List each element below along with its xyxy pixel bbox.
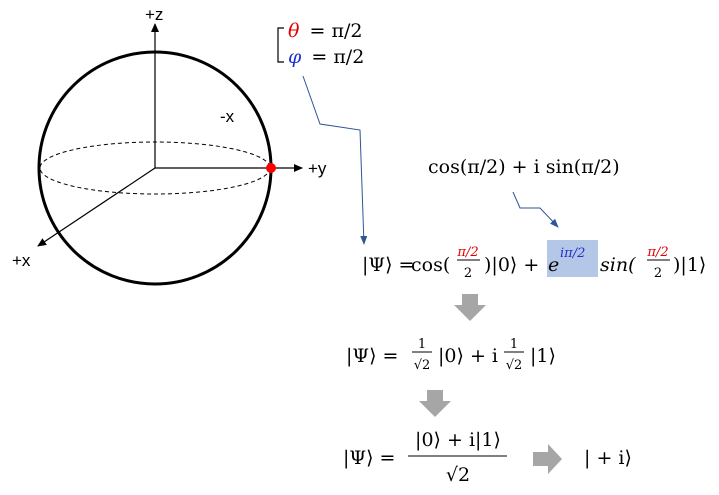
eq3-numerator: |0⟩ + i|1⟩ [415, 429, 501, 451]
eq2-ket1: |1⟩ [530, 345, 556, 367]
eq3-lhs: |Ψ⟩ = [343, 447, 395, 469]
eq3-denominator: √2 [446, 464, 470, 486]
eq1-theta-den: 2 [464, 266, 472, 281]
phi-symbol: φ [288, 46, 302, 68]
eq1-cos: cos( [411, 254, 450, 276]
svg-text:φ = π/2: φ = π/2 [288, 46, 364, 68]
state-point [266, 163, 276, 173]
eq1-exponent: iπ/2 [560, 246, 585, 261]
eq1-theta-num: π/2 [456, 245, 478, 260]
angle-connector [302, 75, 368, 245]
theta-value: = π/2 [310, 20, 363, 42]
theta-symbol: θ [288, 20, 300, 42]
angle-bracket [277, 27, 284, 63]
svg-text:θ = π/2: θ = π/2 [288, 20, 362, 42]
euler-connector [512, 191, 559, 228]
eq2-sqrt2b: √2 [506, 358, 523, 373]
right-arrow [533, 444, 562, 474]
equation-2: |Ψ⟩ = 1 √2 |0⟩ + i 1 √2 |1⟩ [346, 337, 556, 373]
neg-x-label: -x [220, 107, 235, 126]
x-label: +x [12, 251, 31, 270]
eq2-sqrt2: √2 [414, 358, 431, 373]
eq1-ket0: )|0⟩ + [484, 254, 539, 276]
eq2-lhs: |Ψ⟩ = [346, 345, 398, 367]
eq1-theta-den2: 2 [654, 266, 662, 281]
equation-3: |Ψ⟩ = |0⟩ + i|1⟩ √2 | + i⟩ [343, 429, 632, 486]
down-arrow-1 [454, 294, 486, 321]
bloch-sphere: +z +y +x -x [12, 5, 327, 286]
z-label: +z [145, 5, 163, 24]
down-arrow-2 [419, 390, 451, 417]
eq2-ket0: |0⟩ + i [438, 345, 498, 367]
eq2-one2: 1 [510, 337, 518, 352]
angle-definitions: θ = π/2 φ = π/2 [277, 20, 364, 68]
y-label: +y [308, 159, 327, 178]
eq1-ket1: )|1⟩ [673, 254, 706, 276]
exponent-highlight [547, 240, 598, 277]
eq1-sin: sin( [600, 254, 636, 276]
euler-identity: cos(π/2) + i sin(π/2) [428, 156, 620, 178]
equation-1: |Ψ⟩ = cos( π/2 2 )|0⟩ + e iπ/2 sin( π/2 … [362, 240, 706, 281]
eq3-result: | + i⟩ [584, 447, 632, 469]
eq1-theta-num2: π/2 [646, 245, 668, 260]
eq1-lhs: |Ψ⟩ = [362, 254, 414, 276]
eq1-e: e [548, 254, 559, 276]
eq2-one: 1 [418, 337, 426, 352]
x-axis [37, 167, 156, 247]
phi-value: = π/2 [311, 46, 364, 68]
